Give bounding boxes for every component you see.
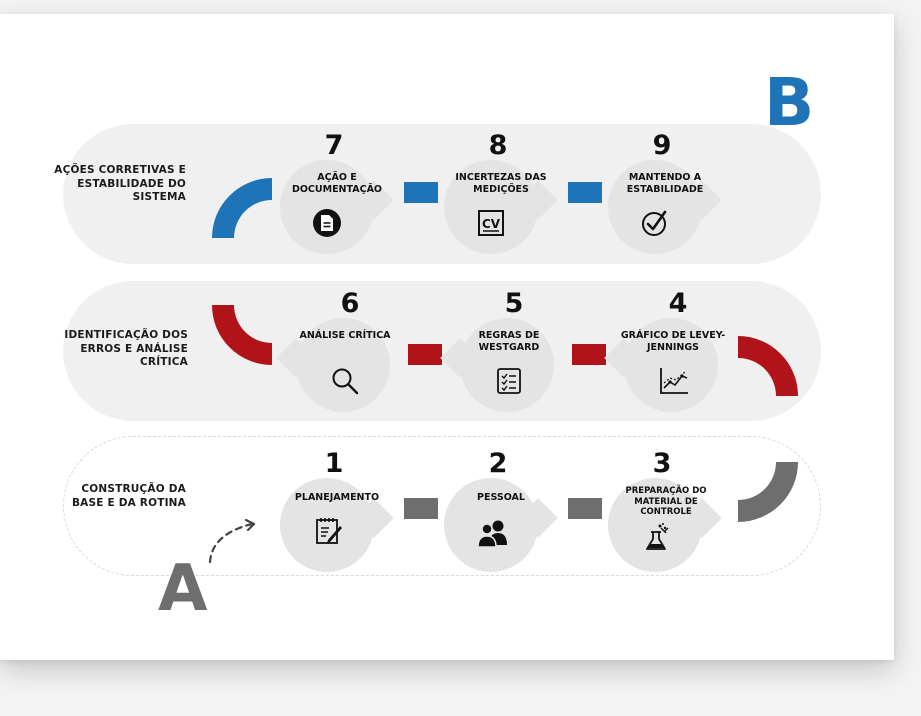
step-3: 3 PREPARAÇÃO DO MATERIAL DE CONTROLE (590, 450, 734, 578)
dashed-arrow-from-a-icon (208, 518, 256, 564)
step-disc (460, 318, 554, 412)
clipboard-pen-icon (314, 516, 344, 546)
step-4: 4 GRÁFICO DE LEVEY-JENNINGS (604, 288, 750, 418)
cv-icon: CV (476, 208, 506, 238)
check-icon (640, 208, 670, 238)
step-number: 2 (488, 448, 508, 479)
step-title: AÇÃO E DOCUMENTAÇÃO (291, 172, 383, 195)
step-title: MANTENDO A ESTABILIDADE (626, 172, 704, 195)
step-2: 2 PESSOAL (426, 450, 570, 578)
row3-right-arc (738, 462, 798, 522)
line-chart-icon (658, 366, 690, 396)
step-title: GRÁFICO DE LEVEY-JENNINGS (620, 330, 726, 353)
step-number: 5 (504, 288, 524, 319)
connector-5-4 (572, 344, 606, 365)
letter-b: B (764, 64, 815, 141)
step-disc (280, 160, 374, 254)
connector-6-5 (408, 344, 442, 365)
step-7: 7 AÇÃO E DOCUMENTAÇÃO (262, 132, 406, 260)
connector-1-2 (404, 498, 438, 519)
connector-7-8 (404, 182, 438, 203)
step-1: 1 PLANEJAMENTO (262, 450, 406, 578)
step-number: 3 (652, 448, 672, 479)
step-title: PESSOAL (477, 492, 525, 503)
letter-a: A (158, 552, 208, 626)
row1-left-arc (212, 178, 272, 238)
people-icon (476, 518, 510, 548)
row2-left-arc (212, 305, 272, 365)
step-6: 6 ANÁLISE CRÍTICA (276, 288, 422, 418)
step-disc (608, 160, 702, 254)
step-title: PREPARAÇÃO DO MATERIAL DE CONTROLE (625, 486, 707, 517)
step-8: 8 INCERTEZAS DAS MEDIÇÕES CV (426, 132, 570, 260)
step-number: 1 (324, 448, 344, 479)
document-icon (312, 208, 342, 238)
step-disc (296, 318, 390, 412)
step-number: 8 (488, 130, 508, 161)
connector-2-3 (568, 498, 602, 519)
step-9: 9 MANTENDO A ESTABILIDADE (590, 132, 734, 260)
step-number: 6 (340, 288, 360, 319)
connector-8-9 (568, 182, 602, 203)
checklist-icon (494, 366, 524, 396)
step-disc (608, 478, 702, 572)
step-number: 4 (668, 288, 688, 319)
step-disc (444, 160, 538, 254)
step-title: PLANEJAMENTO (294, 492, 380, 503)
step-title: INCERTEZAS DAS MEDIÇÕES (455, 172, 547, 195)
step-number: 7 (324, 130, 344, 161)
step-title: REGRAS DE WESTGARD (478, 330, 540, 353)
row-label-foundation: CONSTRUÇÃO DA BASE E DA ROTINA (71, 483, 186, 509)
magnifier-icon (330, 366, 360, 396)
flask-icon (642, 522, 672, 552)
row2-right-arc (738, 336, 798, 396)
row-label-corrective: AÇÕES CORRETIVAS E ESTABILIDADE DO SISTE… (54, 164, 186, 203)
step-5: 5 REGRAS DE WESTGARD (440, 288, 586, 418)
step-disc (624, 318, 718, 412)
row-label-errors: IDENTIFICAÇÃO DOS ERROS E ANÁLISE CRÍTIC… (64, 329, 188, 368)
step-title: ANÁLISE CRÍTICA (299, 330, 391, 341)
step-number: 9 (652, 130, 672, 161)
svg-text:CV: CV (482, 217, 501, 231)
step-disc (280, 478, 374, 572)
